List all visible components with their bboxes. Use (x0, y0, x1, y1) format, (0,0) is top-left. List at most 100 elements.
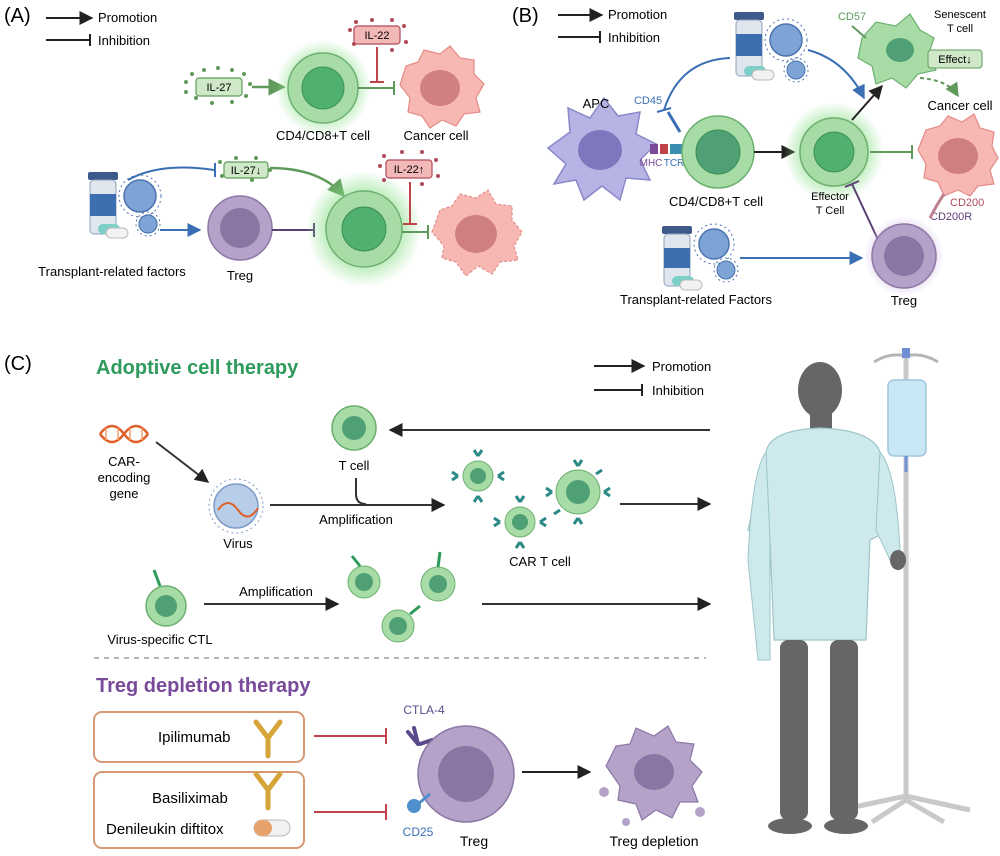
ipilimumab-label: Ipilimumab (158, 729, 231, 746)
basiliximab-label: Basiliximab (152, 790, 228, 807)
panel-a: (A) Promotion Inhibition IL-27 CD4/CD8+T (4, 5, 523, 287)
virus-a-small-icon (135, 211, 161, 237)
iv-stand-icon (839, 348, 971, 825)
apc-cell (546, 96, 658, 202)
treg-a-label: Treg (227, 268, 253, 283)
cd200r-label: CD200R (930, 211, 972, 223)
senescent-label-line2: T cell (947, 23, 973, 35)
il27-label: IL-27 (206, 82, 231, 94)
panel-b-legend: Promotion Inhibition (558, 7, 667, 45)
promotion-legend-label: Promotion (98, 10, 157, 25)
transplant-inhibits-cd45-bar (656, 107, 672, 113)
cd25-receptor (407, 792, 431, 813)
drug-bottle-b-bottom-icon (662, 226, 703, 291)
car-tcell-2 (493, 495, 547, 549)
cancer-cell-a-bottom (431, 189, 523, 277)
effector-label-line2: T Cell (816, 205, 845, 217)
virus-a-large-icon (118, 174, 162, 218)
cd45-receptor (666, 111, 682, 133)
cancer-cell-a-top (399, 45, 485, 129)
pill-icon (253, 819, 291, 837)
virus-b-top-small-icon (783, 57, 809, 83)
effector-label-line1: Effector (811, 191, 849, 203)
mhc-tcr-receptors (650, 144, 684, 154)
treg-b (864, 216, 944, 296)
ipilimumab-box (93, 711, 305, 763)
amplification-1-label: Amplification (319, 512, 393, 527)
treg-depletion-label: Treg depletion (610, 833, 699, 849)
ctla4-label: CTLA-4 (403, 703, 445, 717)
depleted-treg (599, 725, 705, 826)
treg-inhibits-effector-bar (844, 180, 860, 188)
panel-a-label: (A) (4, 5, 31, 27)
senescent-label-line1: Senescent (934, 9, 986, 21)
panel-c-legend: Promotion Inhibition (594, 359, 711, 398)
ctl-expanded-2 (420, 551, 456, 602)
tcell-a-label: CD4/CD8+T cell (276, 128, 370, 143)
cancer-cell-b (917, 113, 999, 197)
panel-b-label: (B) (512, 5, 539, 27)
cancer-b-label: Cancer cell (927, 98, 992, 113)
inhibition-legend-label: Inhibition (98, 33, 150, 48)
basiliximab-box (93, 771, 305, 849)
car-tcell-label: CAR T cell (509, 554, 571, 569)
il22-up-label: IL-22↑ (394, 164, 425, 176)
tcell-c (331, 405, 377, 451)
virus-c-label: Virus (223, 536, 253, 551)
tcr-label: TCR (664, 158, 685, 169)
tcell-joins-amplification (355, 478, 367, 505)
apc-label: APC (583, 96, 610, 111)
dna-helix-icon (99, 424, 149, 444)
ctl-expanded-1 (347, 555, 381, 599)
amplification-2-label: Amplification (239, 584, 313, 599)
inhibition-legend-label-b: Inhibition (608, 30, 660, 45)
tcell-a-top (275, 40, 371, 136)
panel-b: (B) Promotion Inhibition (512, 5, 999, 308)
tcell-c-label: T cell (339, 458, 370, 473)
virus-b-bottom-large-icon (693, 223, 735, 265)
effector-tcell (784, 102, 884, 202)
cd57-receptor (851, 25, 867, 39)
virus-b-top-large-icon (764, 18, 808, 62)
car-tcell-3 (545, 459, 611, 525)
antibody-icon-1 (253, 719, 283, 759)
il27-cytokine: IL-27 (184, 66, 252, 105)
antibody-icon-2 (253, 771, 283, 811)
adoptive-title: Adoptive cell therapy (96, 357, 299, 379)
effector-to-senescent-arrow (851, 84, 883, 121)
il27-down-cytokine: IL-27↓ (218, 156, 272, 182)
tcell-a-bottom (306, 171, 422, 287)
cd25-label: CD25 (403, 825, 434, 839)
transplant-inhibits-il27 (127, 166, 215, 181)
il27-down-label: IL-27↓ (231, 165, 262, 177)
cd200-receptor (928, 193, 946, 219)
treg-c (417, 725, 515, 823)
treg-b-label: Treg (891, 293, 917, 308)
car-gene-line3: gene (110, 486, 139, 501)
cancer-cell-a-label: Cancer cell (403, 128, 468, 143)
cd200-label: CD200 (950, 197, 984, 209)
transplant-factors-a-label: Transplant-related factors (38, 264, 186, 279)
car-gene-line2: encoding (98, 470, 151, 485)
mhc-label: MHC (640, 158, 663, 169)
inhibition-legend-label-c: Inhibition (652, 383, 704, 398)
car-gene-line1: CAR- (108, 454, 140, 469)
car-tcell-1 (451, 449, 505, 503)
effect-down-label: Effect↓ (938, 54, 971, 66)
cd45-label: CD45 (634, 95, 662, 107)
senescent-tcell (857, 13, 937, 89)
il22-up-cytokine: IL-22↑ (378, 150, 440, 186)
patient-figure (747, 362, 906, 834)
panel-a-legend: Promotion Inhibition (46, 10, 157, 48)
il22-cytokine: IL-22 (348, 18, 408, 52)
gene-to-virus-arrow (155, 441, 210, 483)
drug-bottle-a-icon (88, 172, 129, 239)
tcell-b-label: CD4/CD8+T cell (669, 194, 763, 209)
drug-bottle-b-top-icon (734, 12, 775, 81)
promotion-legend-label-c: Promotion (652, 359, 711, 374)
virus-ctl-label: Virus-specific CTL (107, 632, 212, 647)
panel-c-label: (C) (4, 353, 32, 375)
cd57-label: CD57 (838, 11, 866, 23)
ctla4-receptor (406, 726, 434, 746)
